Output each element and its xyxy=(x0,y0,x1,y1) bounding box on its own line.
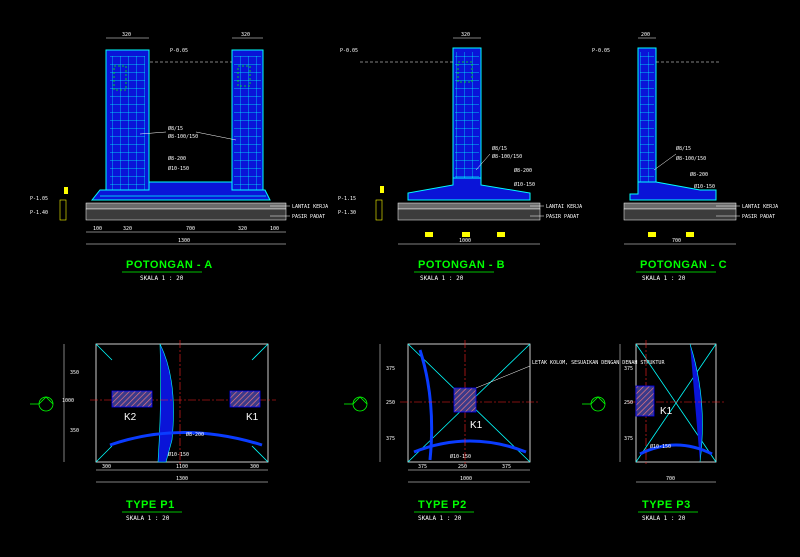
plan-p2-scale: SKALA 1 : 20 xyxy=(418,515,462,522)
section-b-note-1: Ø8/15 xyxy=(492,145,507,152)
section-a-note-4: Ø10-150 xyxy=(168,165,189,172)
section-a-left-rebar xyxy=(110,56,145,192)
section-a-note-3: Ø8-200 xyxy=(168,155,186,162)
section-b-top-dim: 320 xyxy=(461,32,470,38)
section-a-total: 1300 xyxy=(178,238,190,244)
section-b-level-2: P-1.30 xyxy=(338,210,356,216)
section-b-note-lantai: LANTAI KERJA xyxy=(546,204,582,210)
section-a-level-2: P-1.40 xyxy=(30,210,48,216)
plan-p1-label-k2: K2 xyxy=(124,412,137,423)
plan-p1-ldim-0: 350 xyxy=(70,370,79,376)
section-a-title: POTONGAN - A xyxy=(126,259,213,271)
plan-p1-ldim-2: 350 xyxy=(70,428,79,434)
plan-p1-label-k1: K1 xyxy=(246,412,259,423)
plan-p2-bdim-1: 250 xyxy=(458,464,467,470)
section-a-lean-concrete xyxy=(85,202,287,210)
plan-p2-column-k1 xyxy=(453,387,477,413)
section-a-bdim-3: 320 xyxy=(238,226,247,232)
section-c-note-1: Ø8/15 xyxy=(676,145,691,152)
plan-p2-total: 1000 xyxy=(460,476,472,482)
section-a-bdim-2: 700 xyxy=(186,226,195,232)
section-a-note-pasir: PASIR PADAT xyxy=(292,214,325,220)
section-c-note-2: Ø8-100/150 xyxy=(676,155,706,162)
section-b-note-4: Ø10-150 xyxy=(514,181,535,188)
section-a-bdim-4: 100 xyxy=(270,226,279,232)
section-a-bdim-0: 100 xyxy=(93,226,102,232)
plan-p2-outline xyxy=(407,343,531,463)
section-a-note-2: Ø8-100/150 xyxy=(168,133,198,140)
plan-p2-ldim-1: 250 xyxy=(386,400,395,406)
plan-p1-section-marker-icon xyxy=(30,396,54,412)
section-b-total: 1000 xyxy=(459,238,471,244)
plan-p3: K1 Ø10-150 375 250 375 700 TYPE P3 SKALA… xyxy=(582,340,724,522)
plan-p1: K2 K1 Ø8-200 Ø10-150 350 1000 350 300 11… xyxy=(30,340,276,522)
plan-p1-outline xyxy=(95,343,269,463)
section-b-note-3: Ø8-200 xyxy=(514,167,532,174)
section-a-note-lantai: LANTAI KERJA xyxy=(292,204,328,210)
plan-p3-label-k1: K1 xyxy=(660,406,673,417)
plan-p3-rebar-1: Ø10-150 xyxy=(650,443,671,450)
section-a-footing xyxy=(90,181,271,201)
plan-p3-ldim-2: 375 xyxy=(624,436,633,442)
section-c-note-lantai: LANTAI KERJA xyxy=(742,204,778,210)
plan-p2-label-k1: K1 xyxy=(470,420,483,431)
plan-p2-rebar-1: Ø10-150 xyxy=(450,453,471,460)
section-c: 200 P-0.05 Ø8/15 Ø8-100/150 Ø8-200 Ø10-1… xyxy=(592,32,778,282)
section-a-right-rebar xyxy=(234,56,261,192)
plan-p2-bdim-2: 375 xyxy=(502,464,511,470)
plan-p3-ldim-0: 375 xyxy=(624,366,633,372)
section-a-note-level: P-0.05 xyxy=(170,48,188,54)
plan-p2-title: TYPE P2 xyxy=(418,499,467,511)
section-a-level-1: P-1.05 xyxy=(30,196,48,202)
plan-p1-scale: SKALA 1 : 20 xyxy=(126,515,170,522)
section-c-top-dim: 200 xyxy=(641,32,650,38)
section-c-note-level: P-0.05 xyxy=(592,48,610,54)
section-b-scale: SKALA 1 : 20 xyxy=(420,275,464,282)
section-a: 320 320 P-0.05 Ø8/15 Ø8-100/150 Ø8-200 Ø… xyxy=(30,32,328,282)
plan-p2-bdim-0: 375 xyxy=(418,464,427,470)
plan-p2-ldim-0: 375 xyxy=(386,366,395,372)
section-c-scale: SKALA 1 : 20 xyxy=(642,275,686,282)
plan-p2-note: LETAK KOLOM, SESUAIKAN DENGAN DENAH STRU… xyxy=(532,360,665,366)
plan-p1-bdim-1: 1100 xyxy=(176,464,188,470)
section-c-note-3: Ø8-200 xyxy=(690,171,708,178)
plan-p3-ldim-1: 250 xyxy=(624,400,633,406)
section-a-top-dim-left: 320 xyxy=(122,32,131,38)
section-b-level-1: P-1.15 xyxy=(338,196,356,202)
section-a-bdim-1: 320 xyxy=(123,226,132,232)
plan-p1-title: TYPE P1 xyxy=(126,499,175,511)
section-c-title: POTONGAN - C xyxy=(640,259,727,271)
plan-p1-total: 1300 xyxy=(176,476,188,482)
section-b-footing xyxy=(407,177,531,201)
section-c-footing xyxy=(629,181,717,201)
section-a-note-1: Ø8/15 xyxy=(168,125,183,132)
plan-p1-bdim-0: 300 xyxy=(102,464,111,470)
plan-p1-rebar-1: Ø8-200 xyxy=(186,431,204,438)
plan-p3-section-marker-icon xyxy=(582,396,606,412)
plan-p2: K1 LETAK KOLOM, SESUAIKAN DENGAN DENAH S… xyxy=(344,340,665,522)
plan-p2-ldim-2: 375 xyxy=(386,436,395,442)
plan-p3-column-k1 xyxy=(635,385,655,417)
section-c-total: 700 xyxy=(672,238,681,244)
section-c-note-4: Ø10-150 xyxy=(694,183,715,190)
plan-p1-column-k1 xyxy=(229,390,261,408)
plan-p1-ldim-1: 1000 xyxy=(62,398,74,404)
section-b-note-level: P-0.05 xyxy=(340,48,358,54)
section-b-title: POTONGAN - B xyxy=(418,259,505,271)
plan-p1-column-k2 xyxy=(111,390,153,408)
section-b-note-2: Ø8-100/150 xyxy=(492,153,522,160)
section-b: 320 P-0.05 Ø8/15 Ø8-100/150 Ø8-200 Ø10-1… xyxy=(338,32,582,282)
plan-p3-scale: SKALA 1 : 20 xyxy=(642,515,686,522)
section-b-note-pasir: PASIR PADAT xyxy=(546,214,579,220)
plan-p3-total: 700 xyxy=(666,476,675,482)
plan-p1-rebar-2: Ø10-150 xyxy=(168,451,189,458)
section-a-top-dim-right: 320 xyxy=(241,32,250,38)
section-a-sand xyxy=(85,208,287,221)
section-a-scale: SKALA 1 : 20 xyxy=(140,275,184,282)
section-c-note-pasir: PASIR PADAT xyxy=(742,214,775,220)
plan-p3-title: TYPE P3 xyxy=(642,499,691,511)
plan-p1-bdim-2: 300 xyxy=(250,464,259,470)
plan-p2-section-marker-icon xyxy=(344,396,368,412)
